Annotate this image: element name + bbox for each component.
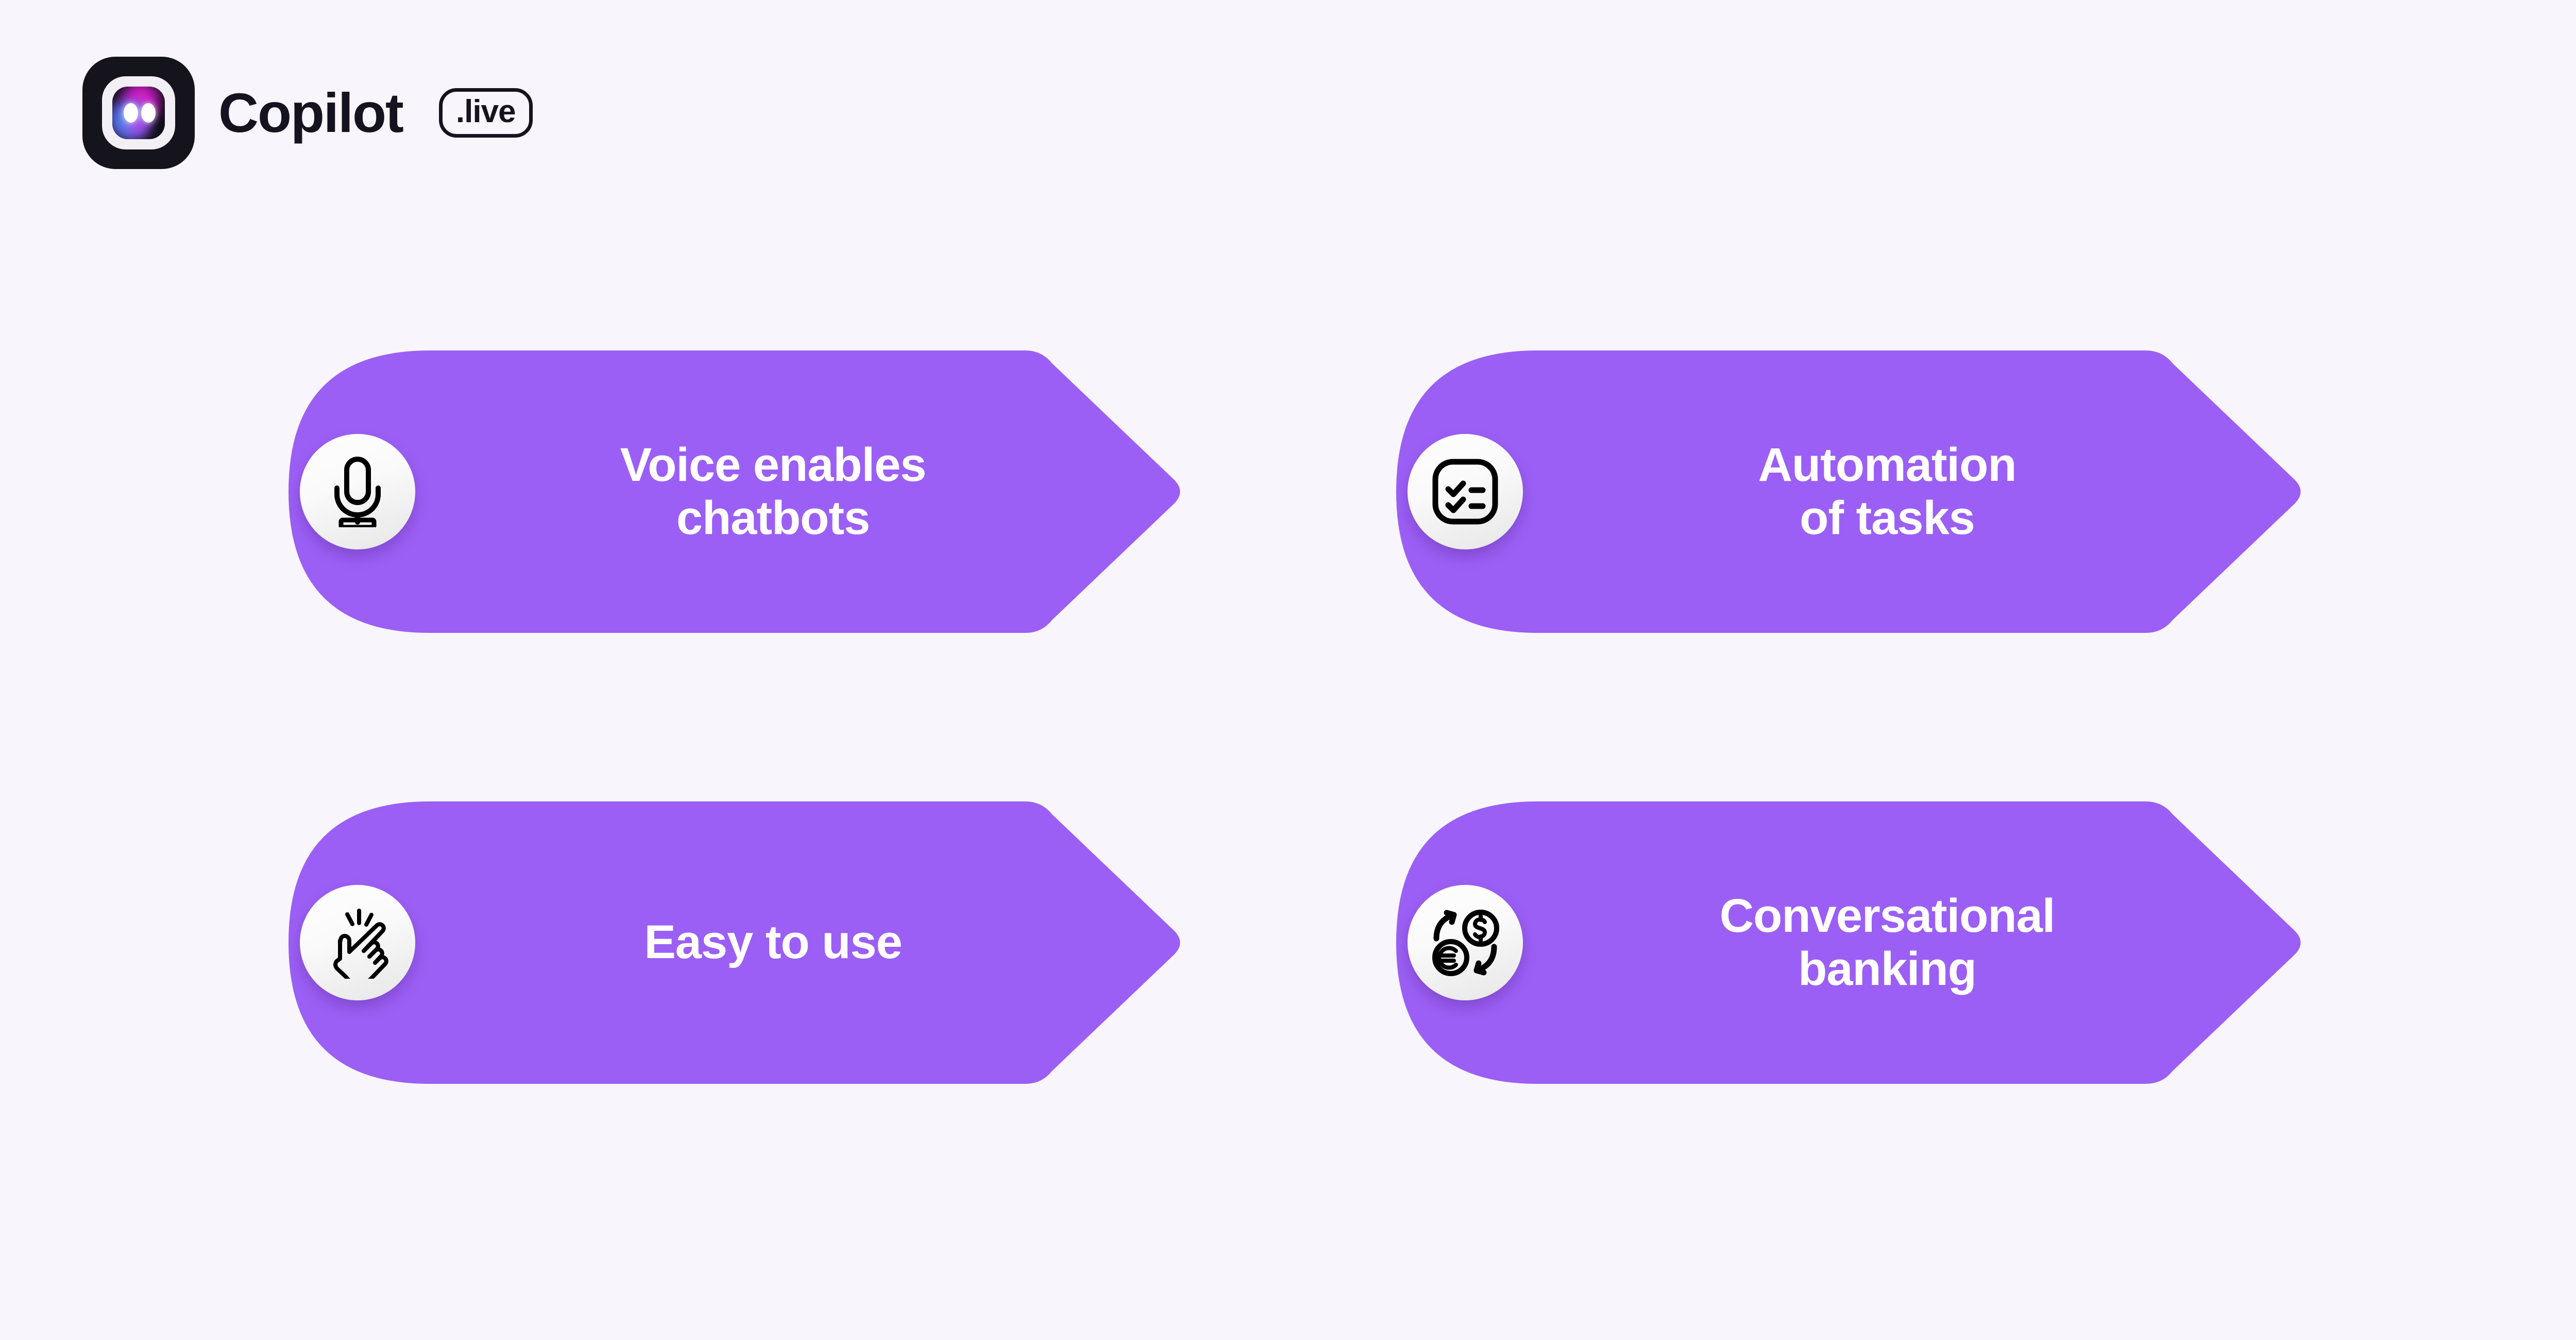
brand-logo[interactable]: Copilot .live	[82, 57, 533, 169]
feature-label: Easy to use	[644, 916, 902, 969]
feature-label: Voice enables chatbots	[620, 438, 927, 544]
badge-arrow-shape	[289, 350, 1180, 633]
feature-label: Automation of tasks	[1758, 438, 2016, 544]
badge-arrow-shape	[1396, 801, 2301, 1084]
badge-arrow-shape	[1396, 350, 2301, 633]
logo-screen	[112, 87, 165, 139]
logo-eye-right	[141, 103, 156, 123]
tap-hand-icon	[300, 885, 415, 1000]
brand-wordmark: Copilot	[218, 81, 404, 144]
feature-badge-easy-to-use[interactable]: Easy to use	[289, 801, 1188, 1084]
feature-badge-conversational-banking[interactable]: Conversational banking	[1396, 801, 2308, 1084]
feature-label: Conversational banking	[1719, 889, 2056, 995]
feature-badge-voice[interactable]: Voice enables chatbots	[289, 350, 1188, 633]
checklist-icon	[1408, 434, 1523, 549]
microphone-icon	[300, 434, 415, 549]
feature-badge-automation[interactable]: Automation of tasks	[1396, 350, 2308, 633]
brand-live-chip: .live	[438, 88, 533, 138]
currency-exchange-icon	[1408, 885, 1523, 1000]
copilot-face-icon	[82, 57, 195, 169]
badge-arrow-shape	[289, 801, 1180, 1084]
logo-eye-left	[124, 103, 138, 123]
